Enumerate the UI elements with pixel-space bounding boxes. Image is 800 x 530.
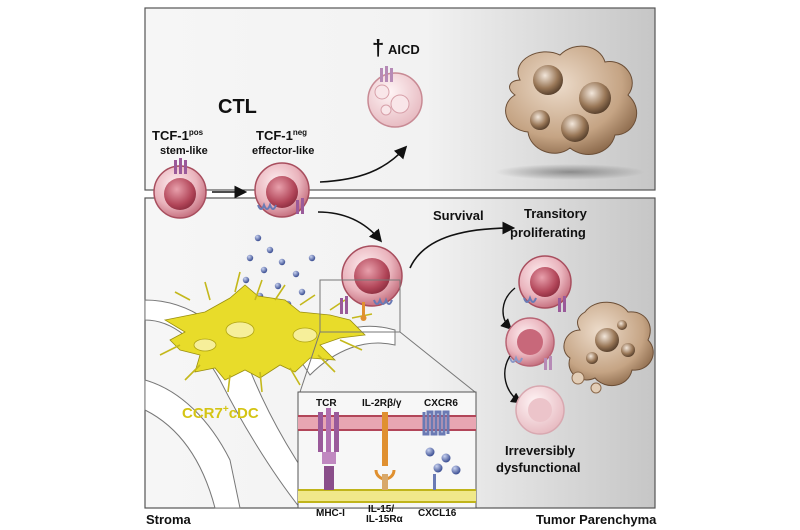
stem-sublabel: stem-like (160, 145, 208, 157)
arrow-effector-to-aicd (319, 145, 408, 183)
inset-cxcr6-label: CXCR6 (424, 398, 458, 409)
dysfunctional-line1: Irreversibly (505, 443, 576, 458)
tcr-receptor-icon (544, 356, 552, 370)
tcr-receptor-icon (558, 296, 566, 312)
survival-label: Survival (433, 208, 484, 223)
arrow-effector-to-central (317, 211, 383, 243)
tumor-cluster-top (495, 45, 645, 180)
tcr-receptor-icon (174, 158, 187, 174)
inset-il15-line1: IL-15/ (368, 504, 394, 515)
dc-label: CCR7+cDC (182, 404, 259, 422)
tcr-receptor-icon (380, 66, 393, 82)
cxcr6-receptor-icon (257, 202, 277, 210)
effector-sublabel: effector-like (252, 145, 314, 157)
dendritic-cells (159, 271, 373, 393)
dysfunctional-line2: dysfunctional (496, 460, 581, 475)
cxcr6-receptor-icon (523, 295, 537, 303)
aicd-cell (367, 66, 423, 128)
central-ctl-cell (340, 245, 403, 321)
il2r-receptor-icon (360, 302, 367, 321)
arrow-to-transitory (409, 221, 516, 269)
effector-label: TCF-1neg (256, 128, 307, 143)
death-dagger-icon: † (372, 35, 384, 60)
inset-connector-left (299, 331, 321, 393)
stem-like-cell (153, 158, 207, 219)
tcr-receptor-icon (340, 296, 348, 314)
cxcr6-receptor-icon (509, 355, 523, 363)
effector-like-cell (254, 162, 310, 218)
cxcr6-complex-icon (422, 410, 461, 490)
transitory-line1: Transitory (524, 206, 588, 221)
inset-connector-right (399, 331, 476, 393)
inset-il2r-label: IL-2Rβ/γ (362, 398, 402, 409)
tumor-nucleus (530, 65, 611, 142)
arrow-mid-to-dysfunctional (504, 355, 523, 404)
inset-highlight-box (319, 279, 401, 333)
cxcr6-receptor-icon (373, 297, 393, 305)
tumor-parenchyma-label: Tumor Parenchyma (536, 512, 657, 527)
inset-tcr-label: TCR (316, 398, 337, 409)
aicd-label: AICD (388, 42, 420, 57)
tumor-cell-bottom (563, 301, 654, 394)
transitory-cell (518, 255, 572, 312)
inset-cxcl16-label: CXCL16 (418, 508, 457, 519)
transitory-line2: proliferating (510, 225, 586, 240)
arrow-transitory-to-mid (500, 287, 516, 330)
stem-label: TCF-1pos (152, 128, 204, 143)
inset-mhc-label: MHC-I (316, 508, 345, 519)
inset-il15-line2: IL-15Rα (366, 514, 404, 525)
tcr-receptor-icon (296, 198, 304, 214)
dysfunctional-cell (515, 385, 565, 435)
tcr-complex-icon (318, 408, 339, 490)
stroma-label: Stroma (146, 512, 192, 527)
intermediate-cell (505, 317, 555, 370)
ctl-title: CTL (218, 96, 257, 118)
il2r-complex-icon (374, 412, 396, 490)
